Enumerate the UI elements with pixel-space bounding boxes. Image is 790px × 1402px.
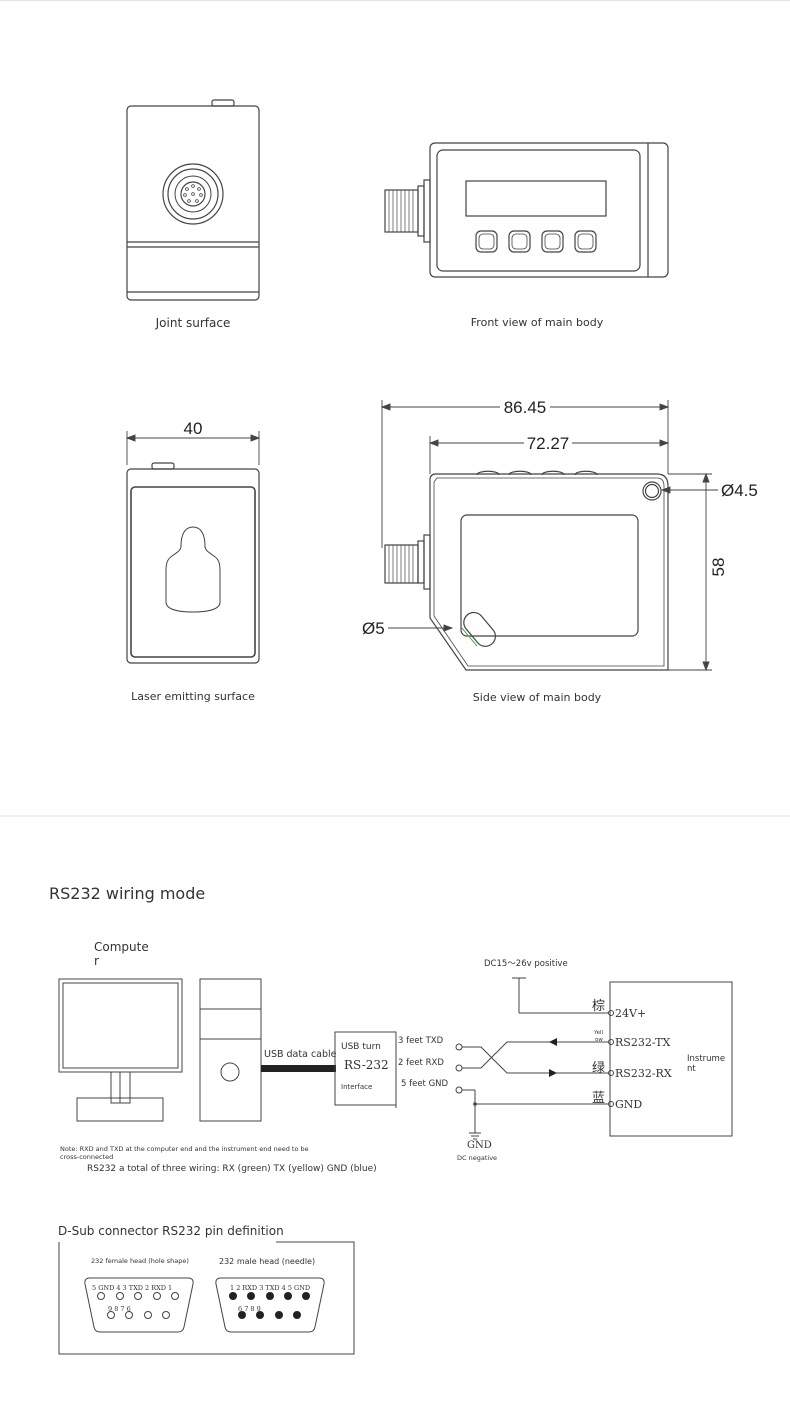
note-line-2: cross-connected bbox=[60, 1153, 113, 1161]
pin-tx-label: RS232-TX bbox=[615, 1036, 670, 1049]
gnd-label: GND bbox=[467, 1140, 492, 1151]
female-top-pins: 5 GND 4 3 TXD 2 RXD 1 bbox=[92, 1284, 172, 1292]
length-86-value: 86.45 bbox=[504, 398, 547, 417]
rs232-title: RS232 wiring mode bbox=[49, 884, 205, 903]
pin-24v-label: 24V+ bbox=[615, 1007, 646, 1020]
yellow-wire-label-2: ow bbox=[595, 1037, 603, 1043]
ground-junction bbox=[473, 1102, 477, 1106]
dc-positive-label: DC15～26v positive bbox=[484, 959, 568, 969]
wiring-summary: RS232 a total of three wiring: RX (green… bbox=[87, 1164, 377, 1174]
converter-label-top: USB turn bbox=[341, 1042, 381, 1052]
male-head-label: 232 male head (needle) bbox=[219, 1257, 315, 1266]
joint-surface-drawing bbox=[126, 99, 260, 301]
usb-rs232-converter bbox=[334, 1031, 397, 1108]
female-head-label: 232 female head (hole shape) bbox=[91, 1257, 189, 1265]
pin-gnd-label: GND bbox=[615, 1098, 642, 1111]
laser-surface-label: Laser emitting surface bbox=[131, 690, 255, 703]
laser-surface-drawing bbox=[126, 462, 260, 664]
front-view-drawing bbox=[384, 142, 669, 278]
computer-label-1: Compute bbox=[94, 940, 149, 954]
height-dimension bbox=[668, 472, 712, 672]
rx-arrow-icon bbox=[549, 1069, 557, 1077]
feet-txd-label: 3 feet TXD bbox=[398, 1036, 444, 1046]
joint-surface-label: Joint surface bbox=[155, 316, 231, 330]
hole-5-value: Ø5 bbox=[362, 619, 385, 638]
computer-label-2: r bbox=[94, 954, 99, 968]
yellow-wire-label-1: Yell bbox=[593, 1030, 604, 1036]
length-72-value: 72.27 bbox=[527, 434, 570, 453]
converter-label-bottom: Interface bbox=[341, 1083, 372, 1091]
hole-4-5-leader bbox=[660, 486, 718, 494]
width-dimension bbox=[125, 431, 261, 465]
female-bottom-pins: 9 8 7 6 bbox=[108, 1305, 131, 1313]
dsub-title: D-Sub connector RS232 pin definition bbox=[58, 1224, 284, 1238]
pin-rx-label: RS232-RX bbox=[615, 1067, 672, 1080]
hole-4-5-value: Ø4.5 bbox=[721, 481, 758, 500]
height-58-value: 58 bbox=[709, 558, 728, 577]
tx-arrow-icon bbox=[549, 1038, 557, 1046]
hole-5-leader bbox=[388, 624, 454, 632]
dsub-frame bbox=[58, 1241, 355, 1355]
female-connector-icon bbox=[84, 1277, 194, 1333]
brown-wire-label: 棕 bbox=[592, 999, 605, 1014]
front-view-label: Front view of main body bbox=[471, 316, 604, 329]
instrument-box bbox=[609, 981, 733, 1137]
wiring-lines bbox=[455, 977, 614, 1140]
feet-rxd-label: 2 feet RXD bbox=[398, 1058, 444, 1068]
feet-gnd-label: 5 feet GND bbox=[401, 1079, 449, 1089]
side-view-drawing bbox=[384, 470, 669, 671]
side-view-label: Side view of main body bbox=[473, 691, 602, 704]
usb-cable-label: USB data cable bbox=[264, 1049, 337, 1060]
converter-label-main: RS-232 bbox=[344, 1058, 389, 1072]
male-top-pins: 1 2 RXD 3 TXD 4 5 GND bbox=[230, 1284, 310, 1292]
usb-cable-line bbox=[261, 1065, 336, 1072]
instrument-label-2: nt bbox=[687, 1064, 696, 1074]
note-line-1: Note: RXD and TXD at the computer end an… bbox=[60, 1145, 309, 1153]
computer-monitor-icon bbox=[58, 978, 183, 1122]
male-connector-icon bbox=[215, 1277, 325, 1333]
length-dimension-72 bbox=[428, 436, 670, 474]
blue-wire-label: 蓝 bbox=[592, 1091, 605, 1106]
width-dimension-value: 40 bbox=[184, 419, 203, 438]
male-bottom-pins: 6 7 8 9 bbox=[238, 1305, 261, 1313]
computer-tower-icon bbox=[199, 978, 262, 1122]
dc-negative-label: DC negative bbox=[457, 1154, 497, 1162]
length-dimension-86 bbox=[380, 400, 670, 548]
green-wire-label: 绿 bbox=[592, 1061, 605, 1076]
instrument-label-1: Instrume bbox=[687, 1054, 725, 1064]
